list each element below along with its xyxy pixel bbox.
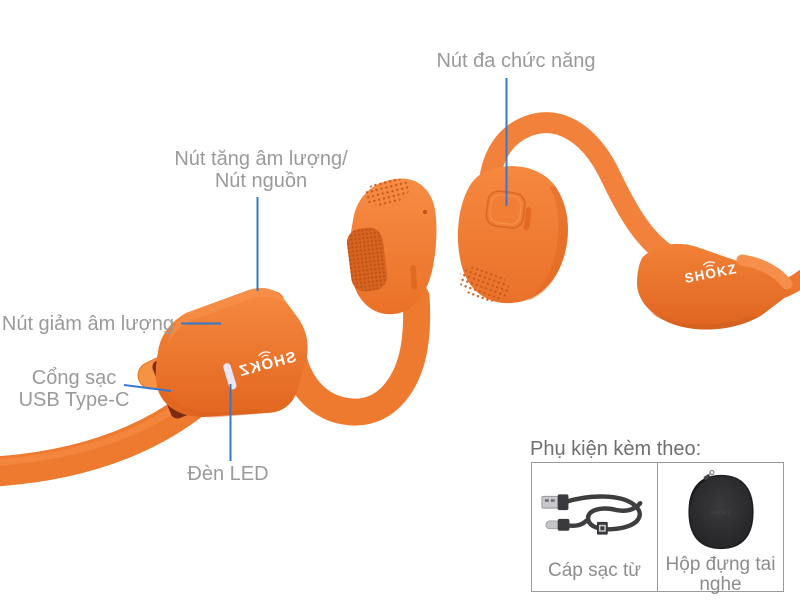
usb-cable-icon	[538, 469, 651, 561]
accessories-heading: Phụ kiện kèm theo:	[530, 438, 702, 460]
right-headset: SHOKZ	[457, 112, 800, 330]
left-earpiece-mic-dot	[422, 209, 428, 215]
right-module-shadow	[650, 312, 762, 330]
label-charging-port: Cổng sạc USB Type-C	[18, 367, 130, 411]
module-body	[155, 287, 308, 417]
right-band-fold	[736, 254, 793, 290]
right-earpiece-shade	[527, 186, 568, 301]
line-charging-port	[123, 384, 172, 392]
module-top-highlight	[168, 287, 289, 345]
right-earpiece	[457, 166, 568, 304]
right-earpiece-grille	[458, 266, 510, 302]
label-volume-up-power-button: Nút tăng âm lượng/ Nút nguồn	[174, 148, 348, 192]
right-control-module	[637, 243, 792, 330]
connecting-band	[276, 283, 431, 426]
label-volume-down-button: Nút giảm âm lượng	[1, 313, 174, 335]
left-earpiece-top-grille	[364, 178, 410, 206]
accessories-box: Cáp sạc từ SHOKZ Hộp đự	[531, 462, 784, 595]
module-bottom-shadow	[159, 389, 263, 418]
accessory-case-caption: Hộp đựng tai nghe	[665, 554, 776, 595]
label-multi-function-button: Nút đa chức năng	[436, 50, 596, 72]
left-earpiece-side-grille	[346, 227, 388, 292]
left-earpiece	[346, 178, 437, 315]
left-headset: SHOKZ	[0, 178, 437, 487]
accessory-cable-caption: Cáp sạc từ	[548, 560, 641, 581]
carrying-case-icon: SHOKZ	[680, 469, 762, 555]
left-earpiece-slot	[410, 264, 418, 290]
svg-text:SHOKZ: SHOKZ	[710, 511, 732, 517]
accessory-cell-cable: Cáp sạc từ	[532, 463, 658, 591]
right-earpiece-slot	[523, 207, 532, 231]
led-indicator	[223, 363, 237, 390]
accessory-cell-case: SHOKZ Hộp đựng tai nghe	[658, 463, 783, 595]
neckband-highlight	[0, 398, 188, 466]
label-led: Đèn LED	[187, 463, 269, 485]
annotation-lines	[123, 78, 508, 461]
left-control-module: SHOKZ	[137, 287, 308, 419]
